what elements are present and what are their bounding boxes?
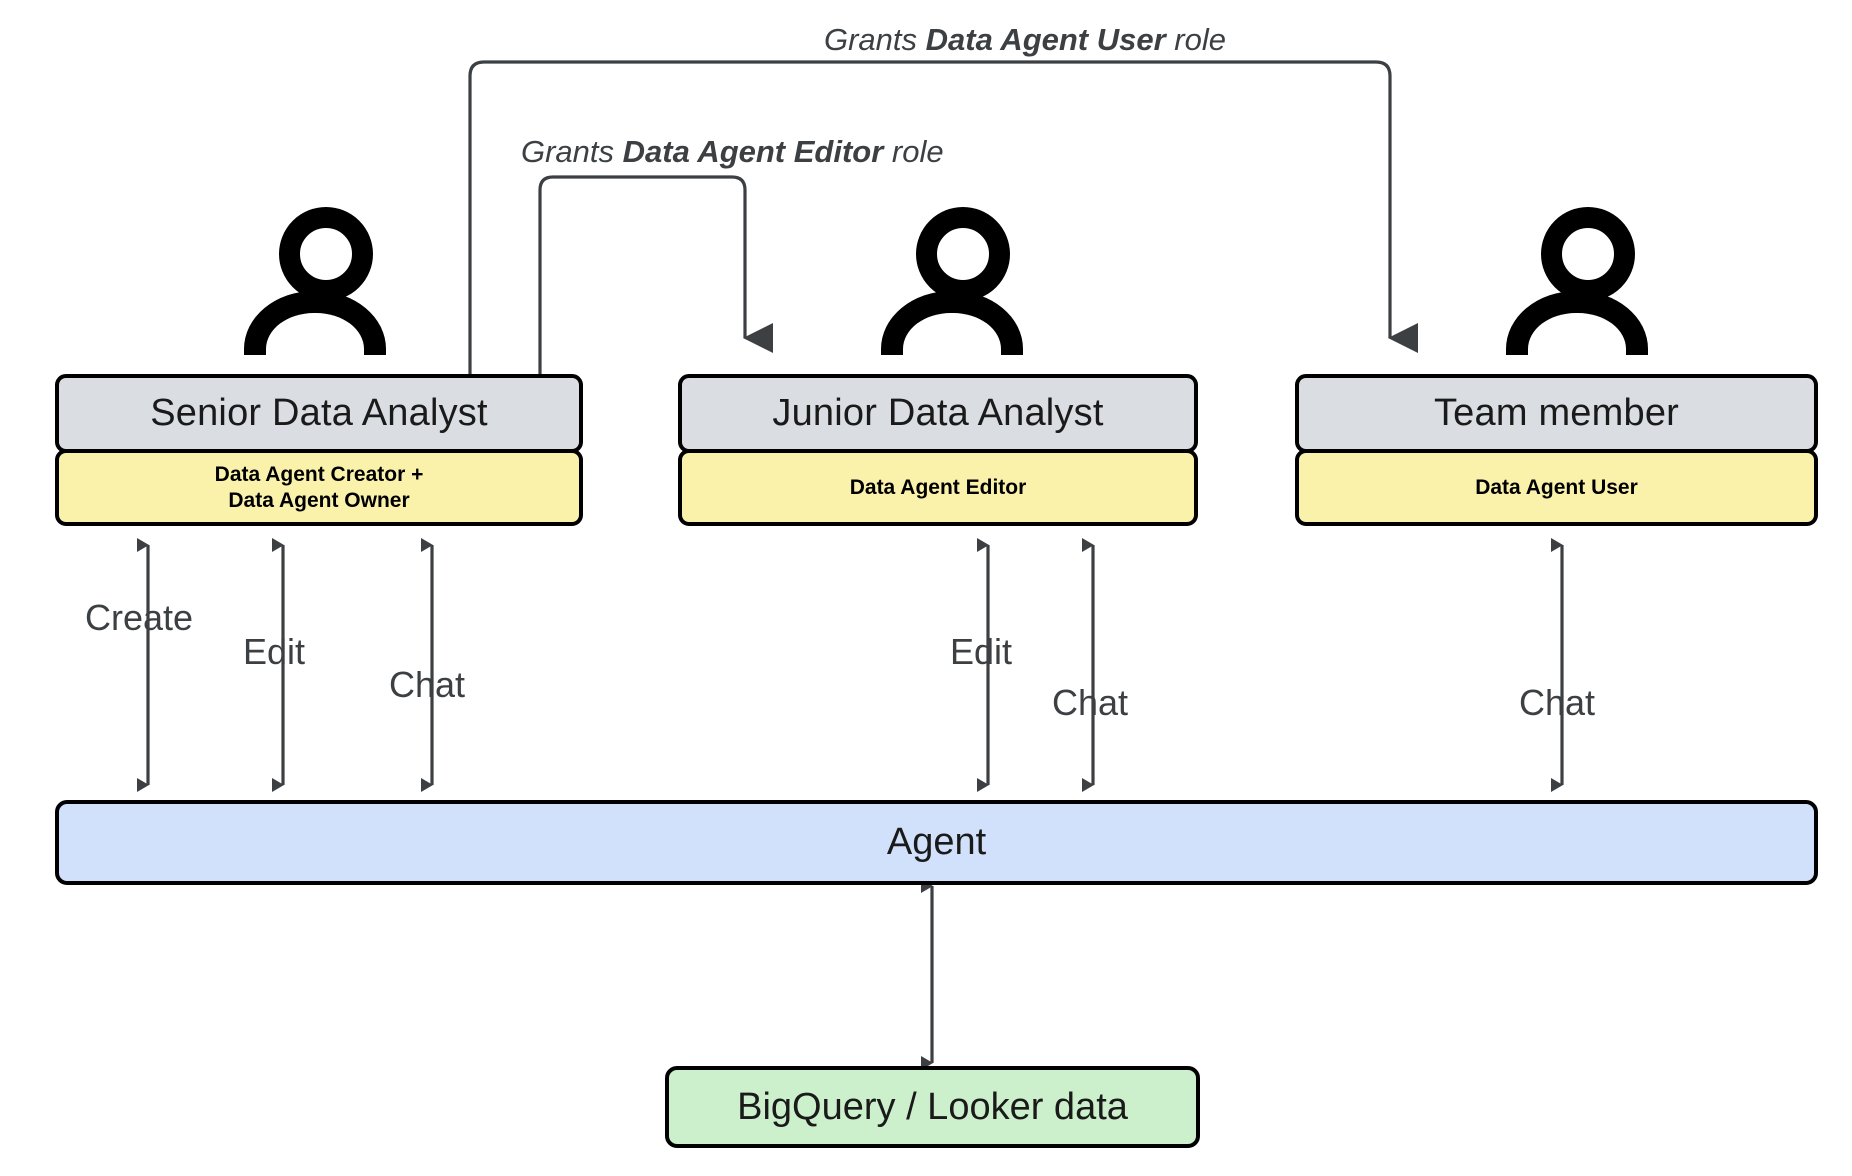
grant-role: Data Agent Editor [622, 134, 884, 169]
role-card-senior-data-analyst[interactable]: Senior Data Analyst Data Agent Creator +… [55, 374, 583, 526]
person-head-icon [1541, 207, 1635, 301]
person-head-icon [279, 207, 373, 301]
grant-label-data-agent-user: Grants Data Agent User role [824, 22, 1226, 58]
role-badge-line-1: Data Agent Creator + [214, 462, 424, 486]
edge-label-chat-mid: Chat [1052, 682, 1129, 723]
persona-title-senior-data-analyst: Senior Data Analyst [55, 374, 583, 453]
role-badge-team-member: Data Agent User [1295, 449, 1818, 526]
edge-label-chat-left: Chat [389, 664, 466, 705]
edge-label-chat-right: Chat [1519, 682, 1596, 723]
role-card-junior-data-analyst[interactable]: Junior Data Analyst Data Agent Editor [678, 374, 1198, 526]
role-badge-line-1: Data Agent User [1475, 475, 1638, 499]
role-badge-junior-data-analyst: Data Agent Editor [678, 449, 1198, 526]
person-icon-senior-data-analyst [241, 205, 391, 355]
person-shoulders-icon [244, 291, 386, 355]
person-icon-team-member [1503, 205, 1653, 355]
agent-box[interactable]: Agent [55, 800, 1818, 885]
role-badge-senior-data-analyst: Data Agent Creator + Data Agent Owner [55, 449, 583, 526]
grant-role: Data Agent User [925, 22, 1166, 57]
persona-title-team-member: Team member [1295, 374, 1818, 453]
person-icon-junior-data-analyst [878, 205, 1028, 355]
edge-label-edit-left: Edit [243, 631, 306, 672]
grant-prefix: Grants [521, 134, 623, 169]
datasource-box[interactable]: BigQuery / Looker data [665, 1066, 1200, 1148]
person-head-icon [916, 207, 1010, 301]
grant-suffix: role [1165, 22, 1226, 57]
connector-grants-data-agent-editor [538, 175, 773, 375]
persona-title-junior-data-analyst: Junior Data Analyst [678, 374, 1198, 453]
role-card-team-member[interactable]: Team member Data Agent User [1295, 374, 1818, 526]
person-shoulders-icon [1506, 291, 1648, 355]
grant-label-data-agent-editor: Grants Data Agent Editor role [521, 134, 944, 170]
role-badge-line-2: Data Agent Owner [228, 488, 410, 512]
grant-prefix: Grants [824, 22, 926, 57]
person-shoulders-icon [881, 291, 1023, 355]
edge-label-create: Create [85, 597, 194, 638]
grant-suffix: role [883, 134, 944, 169]
edge-label-edit-mid: Edit [950, 631, 1013, 672]
role-badge-line-1: Data Agent Editor [849, 475, 1027, 499]
